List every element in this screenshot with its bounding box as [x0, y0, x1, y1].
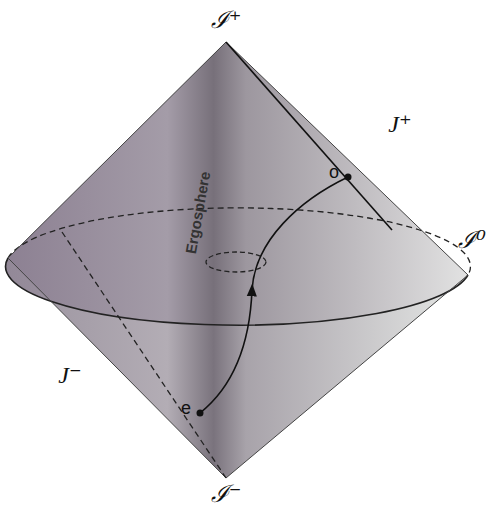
worldline — [252, 177, 348, 290]
event-dot — [197, 410, 204, 417]
point-label: e — [181, 399, 191, 417]
point-label: o — [329, 163, 339, 181]
infinity-label: ℐ⁺ — [211, 8, 242, 32]
outline — [8, 42, 468, 478]
null-line — [226, 42, 392, 230]
upper-cone — [6, 42, 468, 325]
observer-dot — [345, 174, 352, 181]
null-infinity-label: J⁺ — [388, 112, 411, 136]
equator-back — [8, 208, 470, 275]
dashed-null-line — [62, 232, 226, 478]
upper-cone-front — [6, 42, 468, 325]
null-infinity-label: J⁻ — [58, 363, 81, 387]
infinity-label: ℐ⁻ — [211, 482, 242, 506]
equator-front — [6, 258, 468, 325]
worldline — [200, 290, 252, 413]
ergosphere-ellipse — [206, 252, 266, 272]
infinity-label: ℐ⁰ — [458, 228, 486, 252]
